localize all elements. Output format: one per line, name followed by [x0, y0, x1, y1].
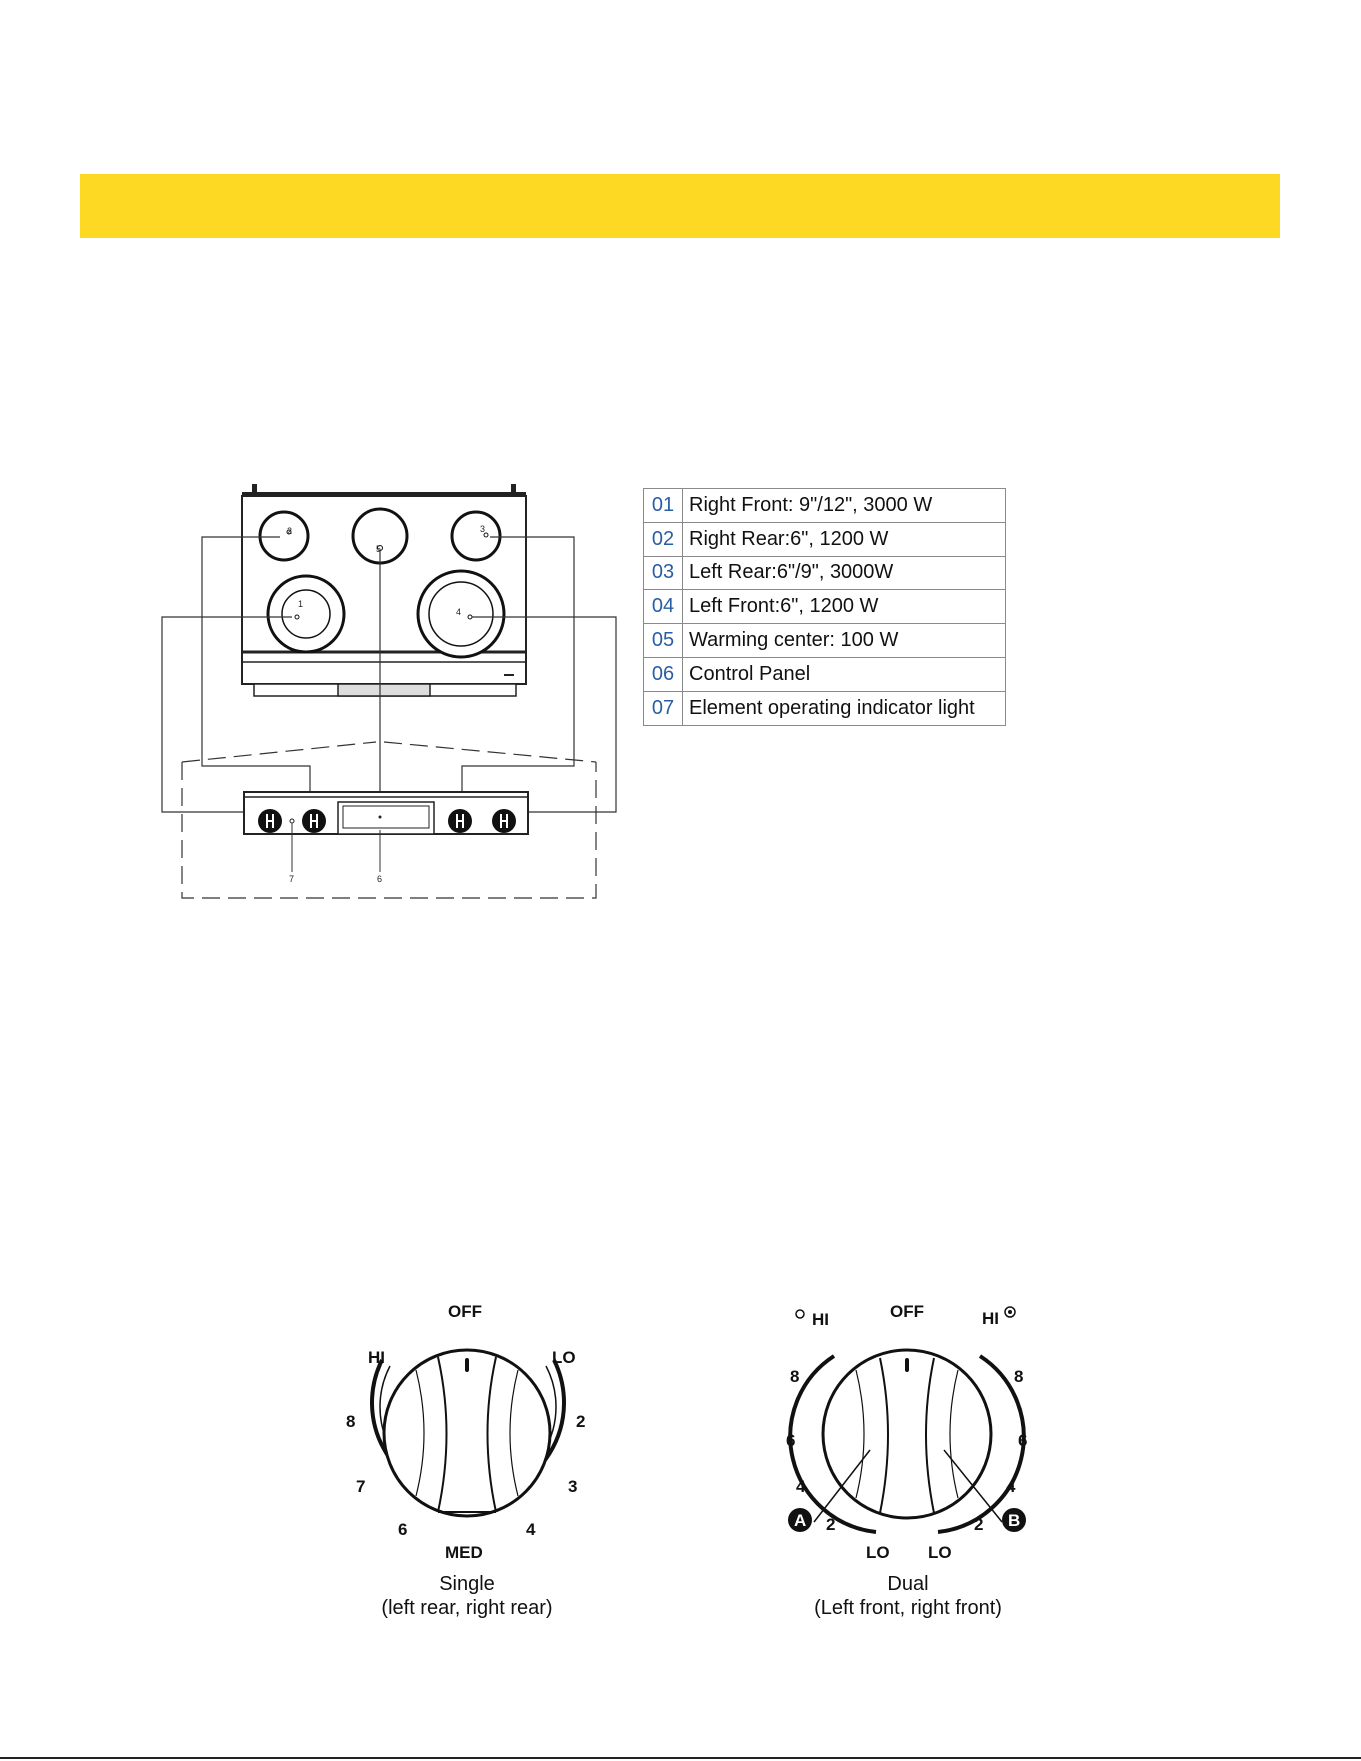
left-setting-2: 2 [826, 1515, 835, 1534]
marker-b: B [1002, 1508, 1026, 1532]
callout-5: 5 [376, 544, 381, 554]
callout-7: 7 [289, 874, 294, 884]
setting-7: 7 [356, 1477, 365, 1496]
setting-8: 8 [346, 1412, 355, 1431]
setting-4: 4 [526, 1520, 536, 1539]
callout-3: 3 [480, 524, 485, 534]
right-setting-8: 8 [1014, 1367, 1023, 1386]
page-bottom-rule [0, 1757, 1361, 1759]
lo-right-label: LO [928, 1543, 952, 1562]
marker-a: A [788, 1508, 812, 1532]
knob-2 [302, 809, 326, 833]
callout-6: 6 [377, 874, 382, 884]
single-knob-diagram: OFF HI LO 8 2 7 3 6 4 MED [346, 1302, 585, 1562]
callout-4: 4 [456, 607, 461, 617]
knob-3 [448, 809, 472, 833]
right-setting-4: 4 [1006, 1477, 1016, 1496]
knob-4 [492, 809, 516, 833]
hi-right-label: HI [982, 1309, 999, 1328]
right-setting-6: 6 [1018, 1431, 1027, 1450]
lo-label: LO [552, 1348, 576, 1367]
setting-2: 2 [576, 1412, 585, 1431]
callout-1: 1 [298, 599, 303, 609]
setting-3: 3 [568, 1477, 577, 1496]
burner-left-front: 4 [416, 569, 506, 659]
knob-1 [258, 809, 282, 833]
burner-left-rear: 3 [450, 510, 502, 562]
hi-label: HI [368, 1348, 385, 1367]
right-setting-2: 2 [974, 1515, 983, 1534]
dual-knob-caption: Dual (Left front, right front) [814, 1573, 1002, 1619]
setting-6: 6 [398, 1520, 407, 1539]
med-label: MED [445, 1543, 483, 1562]
svg-text:B: B [1008, 1511, 1020, 1530]
burner-right-rear: 2 [258, 510, 310, 562]
lo-left-label: LO [866, 1543, 890, 1562]
callout-2: 2 [287, 526, 292, 536]
single-knob-caption: Single (left rear, right rear) [381, 1573, 553, 1619]
left-setting-8: 8 [790, 1367, 799, 1386]
left-setting-6: 6 [786, 1431, 795, 1450]
control-panel [243, 791, 529, 872]
svg-text:A: A [794, 1511, 806, 1530]
hi-left-label: HI [812, 1310, 829, 1329]
section-banner [80, 174, 1280, 238]
range-diagram: 2 5 3 1 4 [161, 484, 617, 899]
burner-right-front: 1 [266, 574, 346, 654]
left-setting-4: 4 [796, 1477, 806, 1496]
off-label: OFF [890, 1302, 924, 1321]
off-label: OFF [448, 1302, 482, 1321]
dual-knob-diagram: A B OFF HI HI 8 6 4 2 LO 8 6 4 2 LO [786, 1302, 1027, 1562]
panel-outline [181, 741, 597, 899]
